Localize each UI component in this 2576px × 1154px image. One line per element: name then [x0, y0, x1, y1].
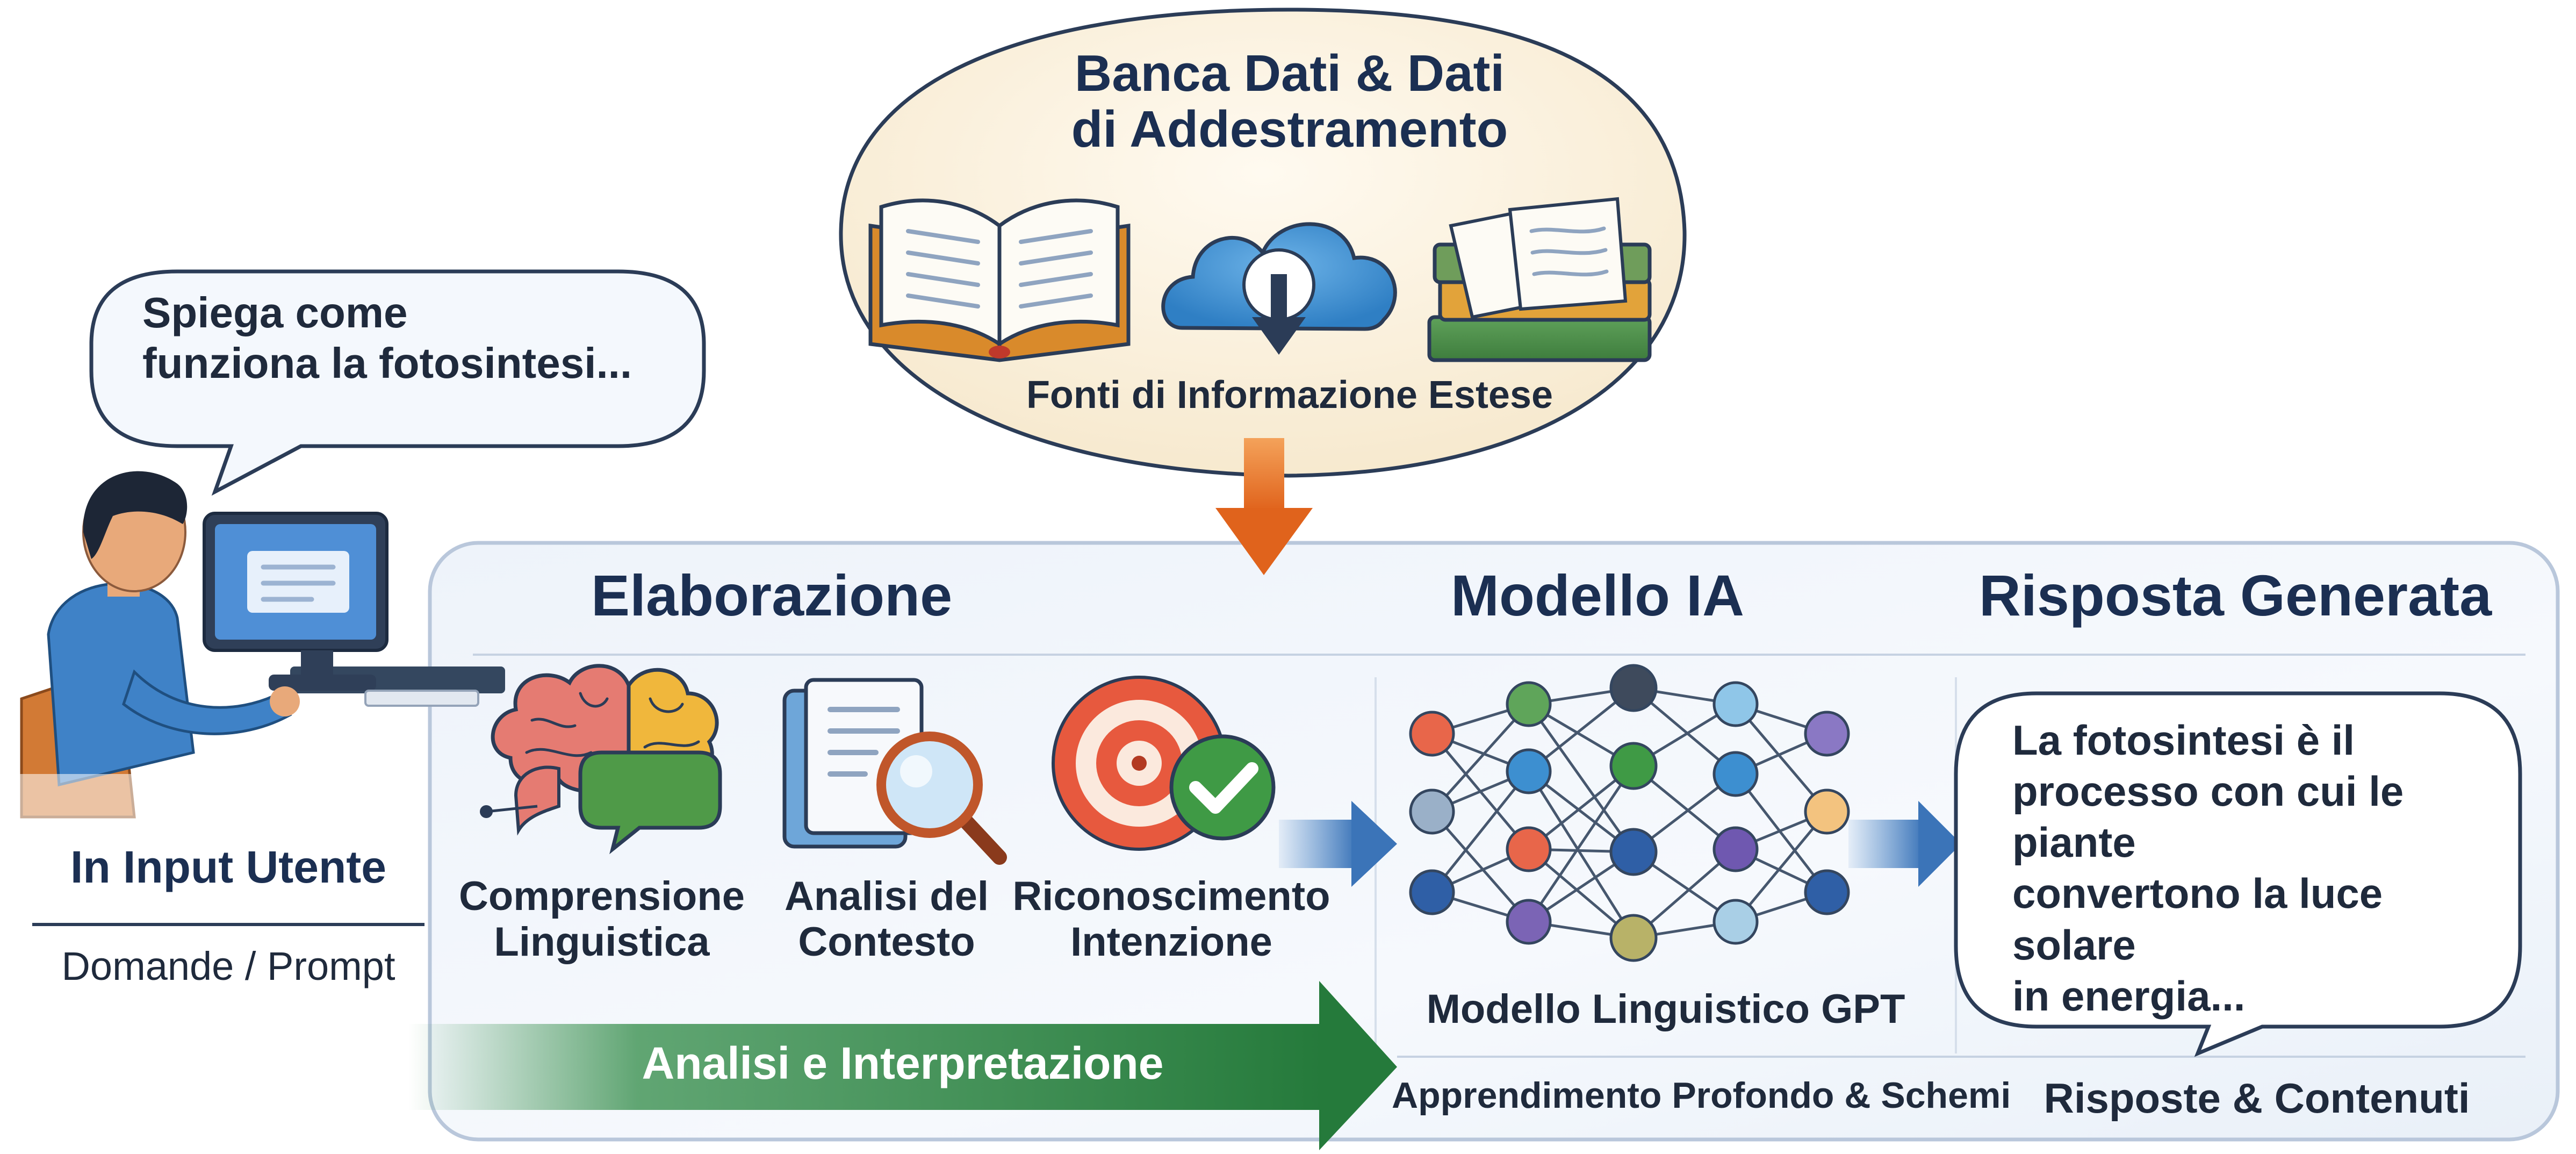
user-speech-bubble: [89, 269, 706, 496]
step-intent-line2: Intenzione: [1070, 919, 1272, 965]
document-magnifier-icon: [782, 678, 1007, 865]
database-title-line1: Banca Dati & Dati: [1074, 45, 1505, 102]
cloud-download-icon: [1161, 222, 1397, 355]
user-prompt-line2: funziona la fotosintesi...: [142, 339, 632, 388]
response-caption: Risposte & Contenuti: [2043, 1074, 2470, 1122]
database-title: Banca Dati & Dati di Addestramento: [1021, 46, 1558, 157]
step-context-label: Analisi del Contesto: [752, 873, 1021, 965]
orange-down-arrow: [1215, 438, 1313, 575]
step-context-line2: Contesto: [798, 919, 975, 965]
target-check-icon: [1052, 676, 1276, 851]
green-analysis-arrow: [408, 981, 1397, 1150]
model-caption: Apprendimento Profondo & Schemi: [1392, 1075, 2011, 1116]
analysis-arrow-label: Analisi e Interpretazione: [642, 1038, 1164, 1088]
neural-network-icon: [1409, 664, 1850, 962]
user-prompt-line1: Spiega come: [142, 289, 408, 336]
processing-header: Elaborazione: [591, 563, 953, 628]
step-context-line1: Analisi del: [784, 873, 989, 919]
response-line4: in energia...: [2012, 972, 2246, 1020]
brain-chat-icon: [480, 664, 722, 855]
user-prompt-text: Spiega come funziona la fotosintesi...: [142, 288, 690, 389]
response-text: La fotosintesi è il processo con cui le …: [2012, 715, 2507, 1022]
response-line2: processo con cui le piante: [2012, 768, 2404, 866]
model-name: Modello Linguistico GPT: [1426, 986, 1905, 1032]
step-intent-line1: Riconoscimento: [1012, 873, 1330, 919]
database-title-line2: di Addestramento: [1071, 100, 1508, 158]
step-comprehension-line1: Comprensione: [458, 873, 745, 919]
model-header: Modello IA: [1451, 563, 1744, 628]
input-title: In Input Utente: [70, 842, 386, 892]
step-comprehension-line2: Linguistica: [494, 919, 710, 965]
database-subtitle: Fonti di Informazione Estese: [1026, 374, 1553, 417]
open-book-icon: [868, 198, 1131, 362]
blue-arrow-to-model: [1279, 801, 1397, 887]
response-header: Risposta Generata: [1978, 563, 2492, 628]
input-subtitle: Domande / Prompt: [61, 944, 395, 988]
step-intent-label: Riconoscimento Intenzione: [1005, 873, 1338, 965]
step-comprehension-label: Comprensione Linguistica: [441, 873, 763, 965]
book-stack-icon: [1427, 197, 1652, 362]
blue-arrow-to-response: [1848, 801, 1961, 887]
response-speech-bubble: [1954, 691, 2522, 1057]
user-at-computer-illustration: [0, 471, 505, 833]
response-line3: convertono la luce solare: [2012, 870, 2383, 969]
response-line1: La fotosintesi è il: [2012, 716, 2355, 764]
